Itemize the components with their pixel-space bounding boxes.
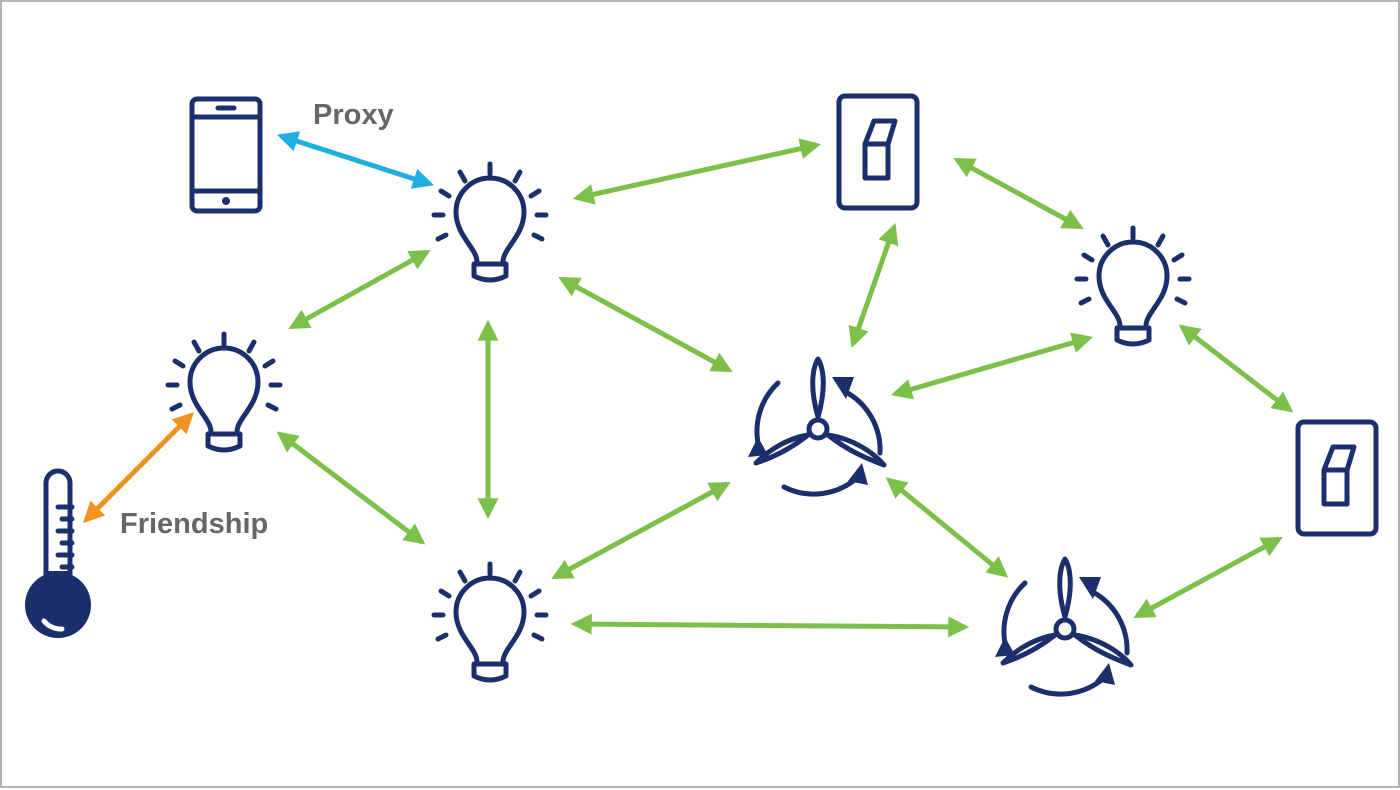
link-bulb-top-fan-center — [558, 276, 733, 373]
thermometer-icon — [25, 468, 91, 638]
ceiling-fan-icon — [748, 359, 884, 494]
light-switch-icon — [1298, 422, 1376, 534]
proxy-label: Proxy — [313, 99, 394, 131]
link-bulb-left-bulb-bottom — [276, 431, 426, 545]
link-bulb-bottom-fan-bottom — [570, 613, 970, 638]
link-bulb-right-switch-right — [1178, 324, 1294, 413]
link-fan-bottom-switch-right — [1133, 536, 1283, 619]
light-bulb-icon — [1077, 228, 1189, 344]
friendship-label: Friendship — [120, 508, 268, 540]
link-proxy — [277, 131, 434, 189]
link-fan-center-bulb-right — [890, 332, 1094, 400]
light-switch-icon — [839, 96, 917, 208]
link-switch-top-bulb-right — [953, 157, 1084, 230]
link-bulb-bottom-fan-center — [551, 481, 731, 580]
link-fan-center-fan-bottom — [885, 477, 1009, 578]
link-switch-top-fan-center — [848, 223, 899, 348]
link-friendship — [83, 412, 194, 523]
light-bulb-icon — [434, 564, 546, 680]
light-bulb-icon — [168, 334, 280, 450]
light-bulb-icon — [434, 164, 546, 280]
smartphone-icon — [189, 96, 263, 214]
ceiling-fan-icon — [995, 559, 1131, 694]
link-bulb-top-switch-top — [572, 138, 822, 205]
link-bulb-top-bulb-left — [288, 249, 431, 330]
